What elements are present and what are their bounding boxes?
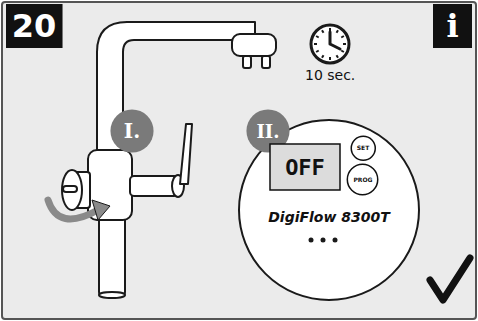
lcd-screen: OFF xyxy=(270,144,340,190)
display-panel-text: DigiFlow 8300T xyxy=(239,209,419,225)
button: PROG xyxy=(347,164,378,195)
step-number: 20 xyxy=(6,4,63,48)
step-number-text: 20 xyxy=(12,7,57,45)
duration-label: 10 sec. xyxy=(305,67,355,83)
info-icon: i xyxy=(433,4,472,48)
clock-icon xyxy=(311,25,349,63)
button-text: SET xyxy=(357,144,370,151)
display-panel: DigiFlow 8300T OFF SET PROG xyxy=(239,120,419,300)
check-mark xyxy=(430,258,470,300)
step-circle-text: II. xyxy=(256,121,279,142)
step-circle: I. xyxy=(110,109,154,153)
info-icon-text: i xyxy=(446,7,458,45)
button-text: PROG xyxy=(353,176,372,183)
lcd-screen-text: OFF xyxy=(285,155,325,180)
button: SET xyxy=(351,136,376,161)
step-circle-text: I. xyxy=(124,119,140,143)
